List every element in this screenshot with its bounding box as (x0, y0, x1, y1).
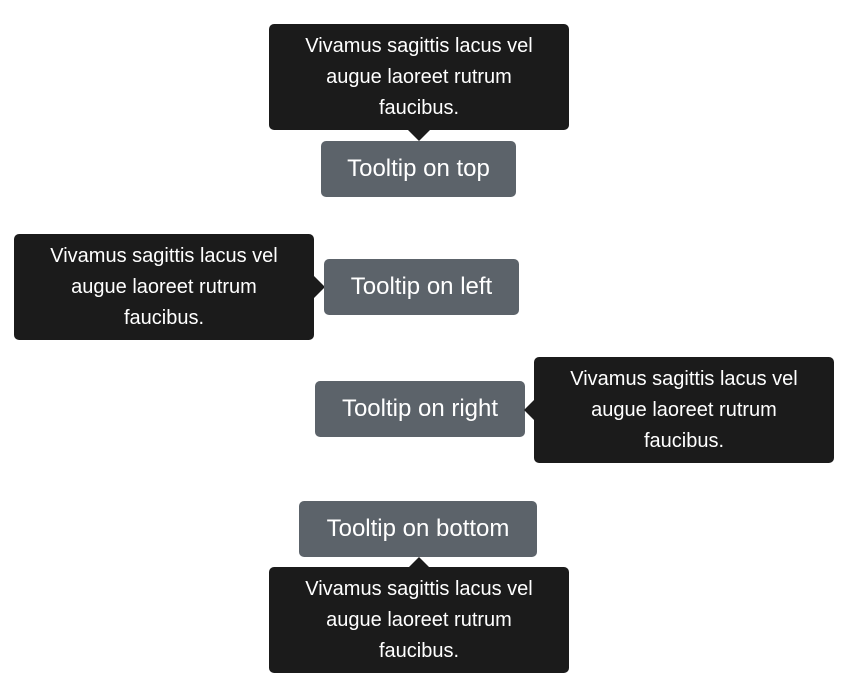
tooltip-line: augue laoreet rutrum (326, 609, 512, 631)
tooltip-line: faucibus. (378, 97, 460, 119)
tooltip-on-left-button[interactable]: Tooltip on left (324, 259, 519, 315)
tooltip-bottom-arrow (408, 557, 430, 568)
tooltip-line: augue laoreet rutrum (71, 276, 257, 298)
tooltip-line: augue laoreet rutrum (591, 399, 777, 421)
tooltip-line: augue laoreet rutrum (326, 66, 512, 88)
tooltip-line: Vivamus sagittis lacus vel (50, 245, 278, 267)
tooltip-bottom: Vivamus sagittis lacus vel augue laoreet… (269, 567, 569, 673)
tooltip-on-top-button[interactable]: Tooltip on top (321, 141, 516, 197)
tooltip-right-arrow (524, 399, 535, 421)
tooltip-on-bottom-button[interactable]: Tooltip on bottom (299, 501, 537, 557)
tooltip-top: Vivamus sagittis lacus vel augue laoreet… (269, 24, 569, 130)
tooltip-left: Vivamus sagittis lacus vel augue laoreet… (14, 234, 314, 340)
tooltip-line: Vivamus sagittis lacus vel (570, 368, 798, 390)
tooltip-line: faucibus. (123, 307, 205, 329)
tooltip-on-right-button[interactable]: Tooltip on right (315, 381, 525, 437)
tooltip-line: Vivamus sagittis lacus vel (305, 35, 533, 57)
tooltip-line: faucibus. (643, 430, 725, 452)
tooltip-left-arrow (314, 276, 325, 298)
tooltip-right: Vivamus sagittis lacus vel augue laoreet… (534, 357, 834, 463)
tooltip-line: faucibus. (378, 640, 460, 662)
tooltip-top-arrow (408, 130, 430, 141)
tooltip-line: Vivamus sagittis lacus vel (305, 578, 533, 600)
